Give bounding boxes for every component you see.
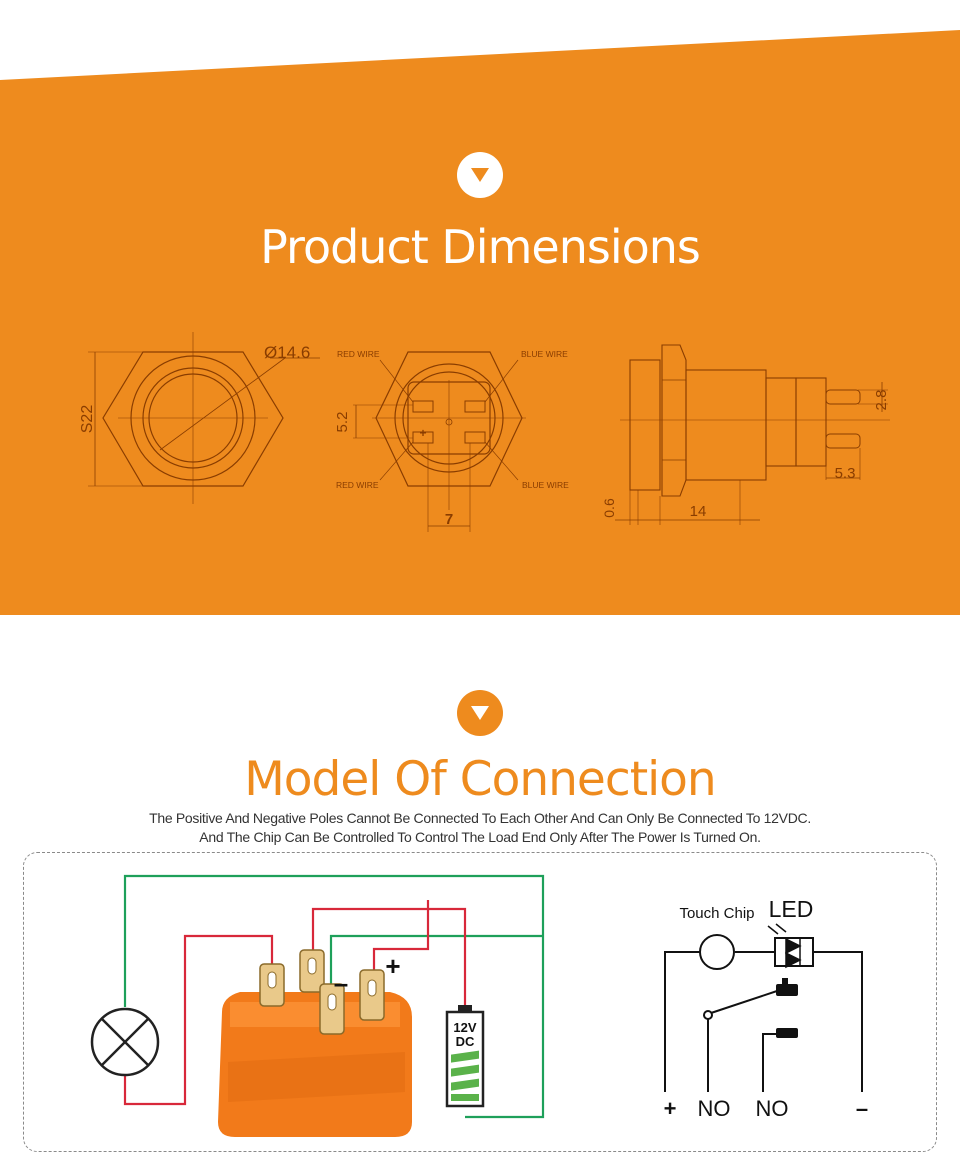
page-title: Product Dimensions [260,220,701,274]
thickness-label: 0.6 [601,498,617,518]
terminal-no-label: NO [756,1096,789,1121]
terminal-holes [267,957,377,1011]
led-label: LED [769,896,814,922]
dimension-drawings: Ø14.6 S22 RED WIRE BLUE WIRE RED WIRE BL… [79,332,890,532]
lamp-icon [90,1007,160,1077]
section-title: Model Of Connection [244,752,716,807]
terminal-length-label: 5.3 [835,465,856,482]
blue-wire-label: BLUE WIRE [522,480,569,490]
description-line: The Positive And Negative Poles Cannot B… [149,810,811,826]
battery-type-label: DC [456,1034,475,1049]
terminal-no-label: NO [698,1096,731,1121]
terminal-plus-label: + [664,1096,677,1121]
touch-chip-label: Touch Chip [679,905,754,922]
chevron-down-icon [457,152,503,198]
connection-diagram-frame [23,852,937,1152]
relay-contacts [776,978,798,1038]
terminal-minus-label: – [856,1096,868,1121]
orange-banner [0,30,960,615]
schematic-lines [664,934,863,1092]
diameter-label: Ø14.6 [264,343,310,362]
pin-spacing-label: 7 [445,511,453,528]
red-wire-label: RED WIRE [336,480,379,490]
minus-label: – [334,968,348,998]
schematic-diagram: Touch Chip LED + NO NO – [664,896,869,1121]
terminal-width-label: 2.8 [873,390,890,411]
led-icon [767,923,802,969]
wiring-diagram: + – 12V DC [90,874,545,1137]
chevron-down-icon [457,690,503,736]
description-line: And The Chip Can Be Controlled To Contro… [199,829,761,845]
battery-voltage-label: 12V [453,1020,476,1035]
body-length-label: 14 [690,503,707,520]
rear-view-drawing: RED WIRE BLUE WIRE RED WIRE BLUE WIRE 5.… [334,349,569,532]
pin-height-label: 5.2 [334,412,351,433]
blue-wire-label: BLUE WIRE [521,349,568,359]
front-view-drawing: Ø14.6 S22 [79,332,320,504]
plus-marker: + [419,426,426,440]
side-view-drawing: 2.8 5.3 14 0.6 [601,344,890,525]
switch-body [218,992,412,1137]
red-wire-label: RED WIRE [337,349,380,359]
across-flats-label: S22 [79,405,96,434]
plus-label: + [385,951,400,981]
battery-icon: 12V DC [445,1005,485,1108]
